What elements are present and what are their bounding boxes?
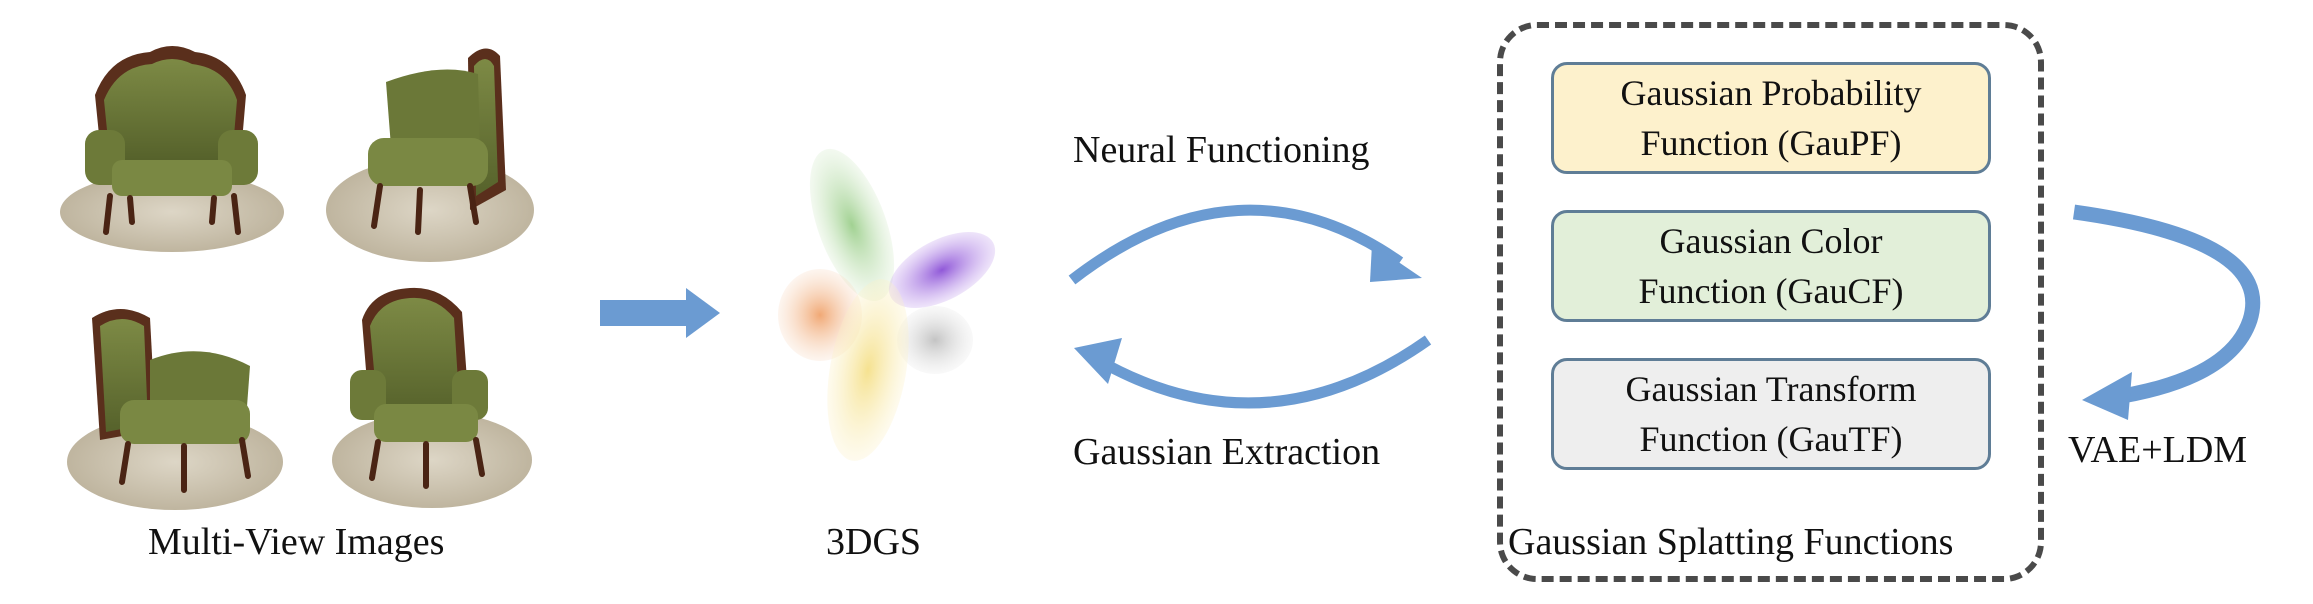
curved-arrow-vae-ldm: [2072, 204, 2261, 420]
gaucf-box: Gaussian Color Function (GauCF): [1551, 210, 1991, 322]
gaupf-line2: Function (GauPF): [1640, 123, 1902, 163]
chair-view-2: [326, 48, 534, 262]
chair-view-1: [60, 46, 284, 252]
gaussian-extraction-label: Gaussian Extraction: [1073, 431, 1381, 473]
gaucf-line2: Function (GauCF): [1638, 271, 1904, 311]
gautf-box: Gaussian Transform Function (GauTF): [1551, 358, 1991, 470]
gaucf-line1: Gaussian Color: [1659, 221, 1883, 261]
gaussian-splats: [778, 148, 996, 461]
gaussian-splatting-functions-group: [1497, 22, 2044, 582]
curved-arrow-gaussian-extraction: [1074, 335, 1432, 409]
gautf-line2: Function (GauTF): [1639, 419, 1903, 459]
arrow-images-to-3dgs: [600, 288, 720, 338]
gaupf-line1: Gaussian Probability: [1620, 73, 1922, 113]
gaussian-splatting-functions-label: Gaussian Splatting Functions: [1508, 521, 1954, 563]
vae-ldm-label: VAE+LDM: [2068, 429, 2248, 471]
3dgs-label: 3DGS: [826, 521, 922, 563]
neural-functioning-label: Neural Functioning: [1073, 129, 1370, 171]
chair-view-4: [332, 287, 532, 508]
multi-view-images: [60, 46, 534, 510]
curved-arrow-neural-functioning: [1068, 204, 1422, 285]
gaupf-box: Gaussian Probability Function (GauPF): [1551, 62, 1991, 174]
gautf-line1: Gaussian Transform: [1625, 369, 1917, 409]
multi-view-images-label: Multi-View Images: [148, 521, 445, 563]
chair-view-3: [67, 309, 283, 510]
